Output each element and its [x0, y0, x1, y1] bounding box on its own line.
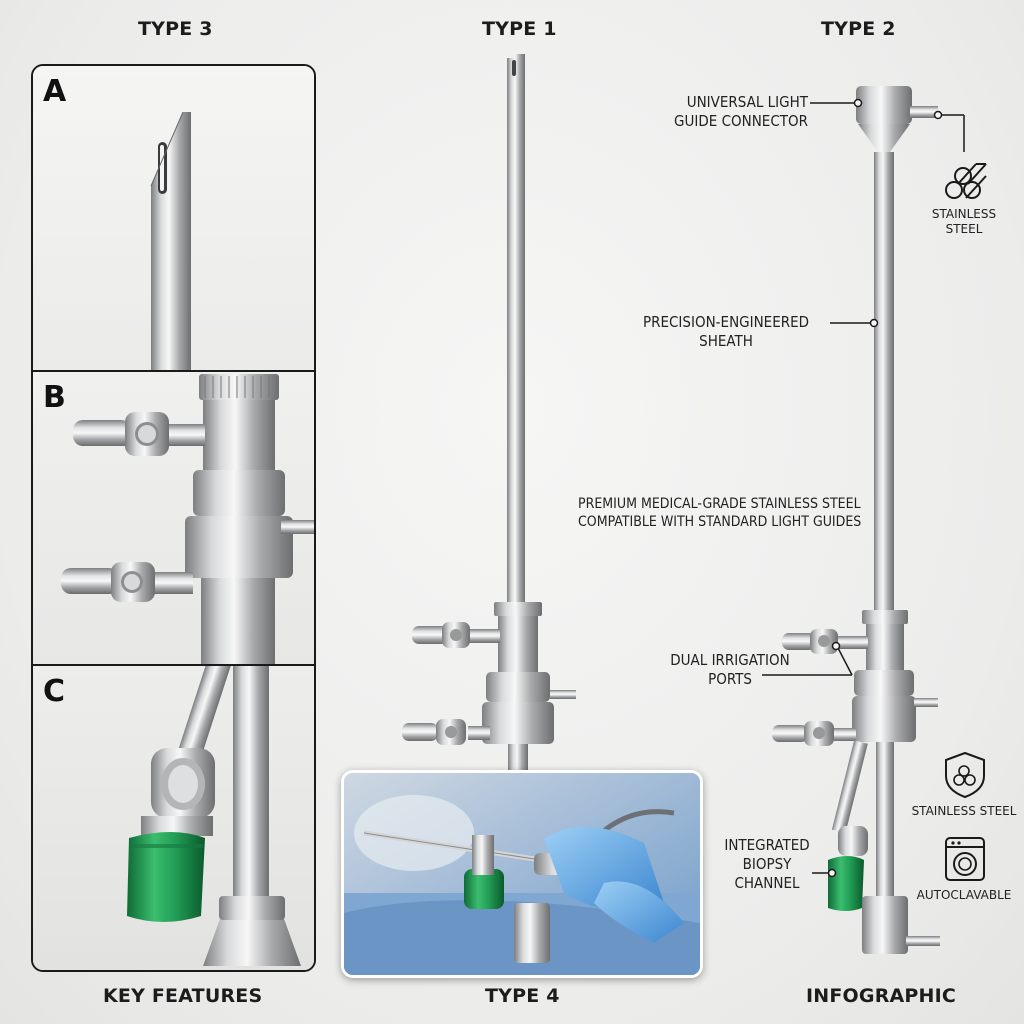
badge-stainless-steel-top: STAINLESS STEEL	[931, 207, 997, 236]
callout-biopsy-channel: INTEGRATED BIOPSY CHANNEL	[724, 836, 810, 892]
biopsy-port-illustration	[127, 666, 301, 966]
callout-irrigation: DUAL IRRIGATION PORTS	[670, 651, 790, 688]
label-type4: TYPE 4	[485, 985, 560, 1007]
autoclave-icon	[945, 837, 985, 881]
stainless-steel-rods-icon	[945, 163, 987, 199]
detail-letter-b: B	[43, 380, 66, 415]
detail-a-tip: A	[33, 66, 314, 370]
detail-letter-a: A	[43, 74, 67, 109]
type4-surgical-photo	[341, 770, 703, 978]
type2-instrument-illustration	[772, 86, 940, 954]
header-type2: TYPE 2	[821, 18, 896, 40]
header-type1: TYPE 1	[482, 18, 557, 40]
callout-sheath: PRECISION-ENGINEERED SHEATH	[642, 313, 810, 350]
detail-b-valves: B	[33, 370, 314, 666]
header-type3: TYPE 3	[138, 18, 213, 40]
shield-icon	[945, 751, 985, 799]
detail-c-biopsy-port: C	[33, 664, 314, 970]
key-features-panel: A B	[31, 64, 316, 972]
valve-body-illustration	[61, 374, 314, 666]
beveled-tip-illustration	[150, 111, 191, 370]
label-infographic: INFOGRAPHIC	[806, 985, 957, 1007]
label-key-features: KEY FEATURES	[103, 985, 263, 1007]
detail-letter-c: C	[43, 674, 66, 709]
badge-stainless-steel: STAINLESS STEEL	[911, 804, 1017, 818]
callout-premium-steel: PREMIUM MEDICAL-GRADE STAINLESS STEEL CO…	[578, 496, 862, 530]
badge-autoclavable: AUTOCLAVABLE	[916, 888, 1012, 902]
surgery-scene-illustration	[344, 773, 700, 975]
callout-light-guide: UNIVERSAL LIGHT GUIDE CONNECTOR	[674, 93, 808, 130]
